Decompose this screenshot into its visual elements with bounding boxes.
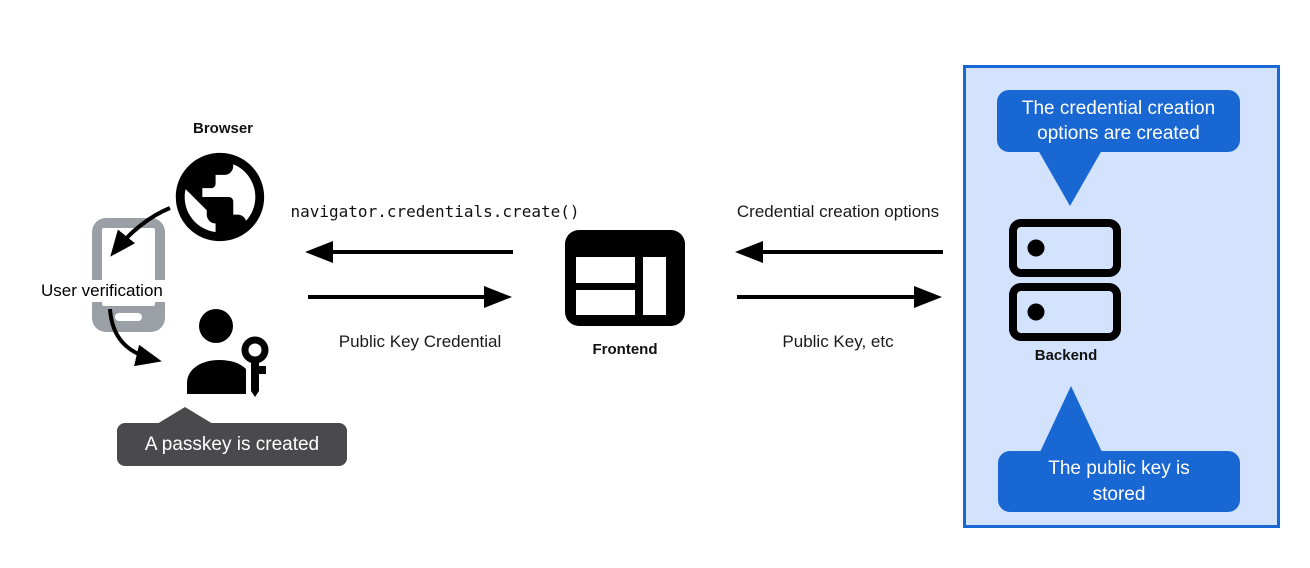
public-key-credential-label: Public Key Credential <box>338 332 502 351</box>
phone-home-dash <box>115 313 142 321</box>
backend-tooltip-top-line1: The credential creation <box>1021 97 1216 119</box>
backend-tooltip-bottom: The public key is stored <box>998 451 1240 512</box>
arrow-globe-to-phone <box>110 206 171 257</box>
user-with-key-icon <box>187 309 271 397</box>
backend-tooltip-bottom-line1: The public key is <box>1048 458 1190 480</box>
browser-window-icon <box>565 230 685 326</box>
arrow-phone-to-user <box>108 308 162 367</box>
arrow-browser-to-frontend <box>308 286 512 308</box>
arrow-backend-to-frontend <box>735 241 943 263</box>
backend-label: Backend <box>1034 347 1098 364</box>
arrow-frontend-to-backend <box>737 286 942 308</box>
api-call-label: navigator.credentials.create() <box>290 202 580 221</box>
server-stack-icon <box>1009 219 1121 341</box>
user-verification-label: User verification <box>38 280 166 302</box>
backend-tooltip-bottom-line2: stored <box>1092 483 1146 505</box>
passkey-tooltip: A passkey is created <box>117 423 347 466</box>
credential-creation-options-label: Credential creation options <box>736 202 940 221</box>
backend-tooltip-top-line2: options are created <box>1037 123 1200 144</box>
frontend-label: Frontend <box>592 341 658 358</box>
globe-icon <box>175 152 265 242</box>
browser-label: Browser <box>192 120 254 137</box>
public-key-etc-label: Public Key, etc <box>782 332 894 351</box>
backend-tooltip-top: The credential creation options are crea… <box>997 90 1240 152</box>
arrow-frontend-to-browser <box>305 241 513 263</box>
passkey-tooltip-pointer <box>157 407 213 424</box>
